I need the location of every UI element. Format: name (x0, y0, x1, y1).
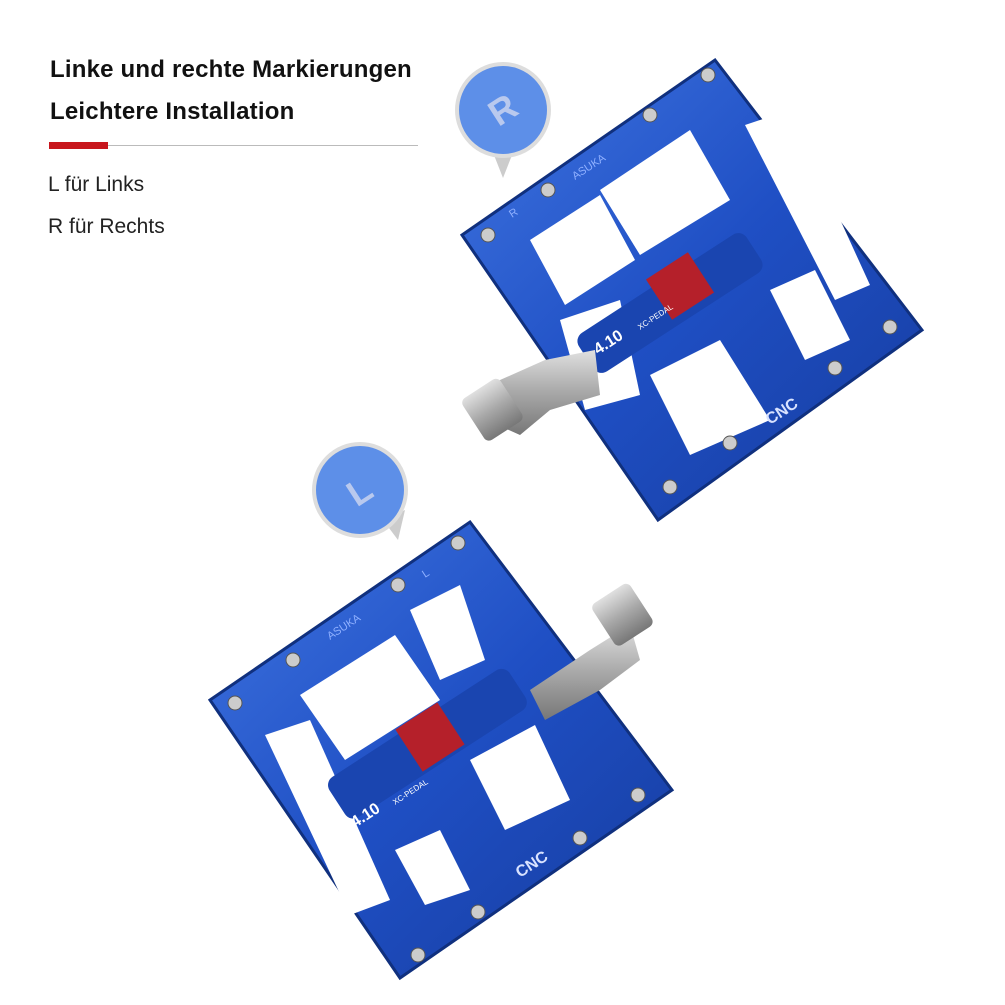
legend-left: L für Links (48, 173, 145, 196)
heading-line-2: Leichtere Installation (50, 98, 295, 125)
left-magnifier: L (312, 442, 408, 540)
divider (108, 145, 418, 146)
accent-bar (49, 142, 108, 149)
right-magnifier: R (455, 62, 551, 178)
legend-right: R für Rechts (48, 215, 165, 238)
right-pedal: 4.10 XC-PEDAL CNC ASUKA R (459, 57, 925, 523)
heading-line-1: Linke und rechte Markierungen (50, 56, 412, 83)
left-pedal: 4.10 XC-PEDAL CNC ASUKA L (207, 519, 675, 981)
left-mark-label: L (420, 567, 432, 580)
